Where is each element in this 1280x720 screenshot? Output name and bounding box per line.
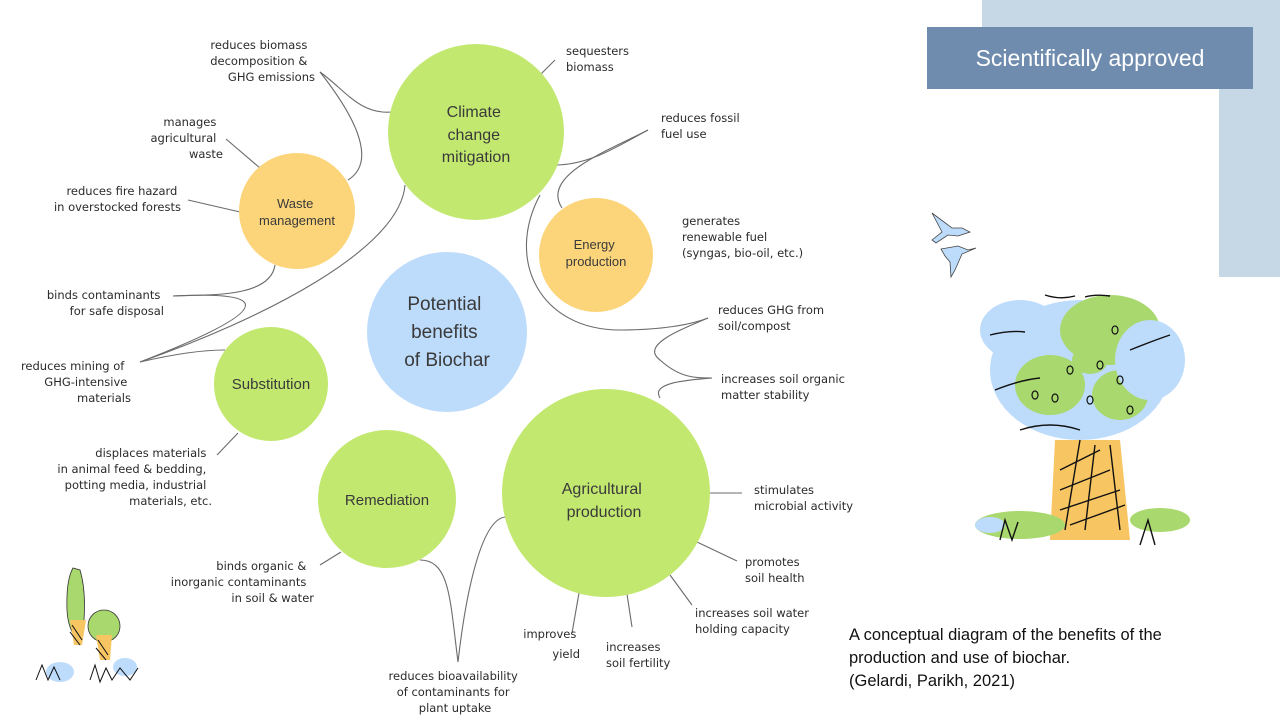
connector-climate-fossil [554,129,649,166]
benefit-displaces-materials: displaces materials in animal feed & bed… [57,446,212,508]
benefit-binds-organic-inorganic: binds organic & inorganic contaminants i… [171,559,315,605]
node-label-center: Potential benefits of Biochar [404,294,490,371]
node-label-remediation: Remediation [345,492,429,509]
figure-caption: A conceptual diagram of the benefits of … [849,624,1249,693]
connector-agri-organic-matter [657,377,713,399]
connector-agri-water [669,574,693,606]
node-label-agriculture: Agricultural production [562,481,646,521]
node-waste: Waste management [239,153,355,269]
benefit-stimulates-microbial: stimulates microbial activity [754,483,853,513]
node-energy: Energy production [539,198,653,312]
benefit-reduces-mining: reduces mining of GHG-intensive material… [21,359,131,405]
connector-waste-contaminants [172,264,276,297]
benefit-soil-water-capacity: increases soil water holding capacity [695,606,813,636]
caption-line: A conceptual diagram of the benefits of … [849,626,1162,644]
connector-agri-fertility [626,593,633,628]
connectors [139,59,742,663]
node-label-energy: Energy production [566,237,627,269]
benefit-manages-agricultural-waste: manages agricultural waste [150,115,223,161]
benefit-reduces-bioavailability: reduces bioavailability of contaminants … [389,669,522,715]
node-label-climate: Climate change mitigation [442,104,510,166]
benefit-binds-contaminants-disposal: binds contaminants for safe disposal [47,288,164,318]
benefit-reduces-biomass-decomposition: reduces biomass decomposition & GHG emis… [210,38,315,84]
benefit-sequesters-biomass: sequesters biomass [566,44,633,74]
node-center: Potential benefits of Biochar [367,252,527,412]
benefit-reduces-fossil-fuel: reduces fossil fuel use [661,111,743,141]
node-circle-substitution [214,327,328,441]
node-circle-waste [239,153,355,269]
connector-climate-biomass-decomp [319,71,393,113]
benefit-increases-soil-fertility: increases soil fertility [606,640,671,670]
connector-substitution-displaces [216,432,239,456]
title-banner: Scientifically approved [927,27,1253,89]
node-circle-climate [388,44,564,220]
connector-substitution-mining [139,349,226,363]
benefit-improves-yield: improves yield [523,627,580,661]
connector-agri-soil-health [696,541,738,562]
node-circle-energy [539,198,653,312]
node-label-substitution: Substitution [232,376,310,393]
benefit-soil-organic-matter: increases soil organic matter stability [721,372,849,402]
benefit-reduces-fire-hazard: reduces fire hazard in overstocked fores… [54,184,181,214]
small-trees-icon [35,567,139,684]
node-label-waste: Waste management [259,196,335,228]
connector-agri-bioavailability [457,516,506,663]
birds-icon [931,212,977,279]
node-circle-remediation [318,430,456,568]
connector-remediation-bioavailability [419,559,459,663]
connector-substitution-contaminants [139,294,246,363]
node-substitution: Substitution [214,327,328,441]
benefit-generates-renewable-fuel: generates renewable fuel (syngas, bio-oi… [682,214,803,260]
connector-energy-fossil [557,129,649,209]
benefit-promotes-soil-health: promotes soil health [745,555,804,585]
connector-agri-yield [571,592,580,634]
connector-remediation-binds [319,551,342,566]
node-circle-agriculture [502,389,710,597]
node-remediation: Remediation [318,430,456,568]
benefit-reduces-ghg-soil: reduces GHG from soil/compost [718,303,828,333]
connector-waste-manages [225,138,261,169]
caption-line: production and use of biochar. [849,649,1071,667]
connector-waste-fire [187,199,241,213]
node-agriculture: Agricultural production [502,389,710,597]
connector-climate-mining [139,184,406,363]
connector-agri-ghg-soil [654,317,713,379]
tree-icon [975,294,1190,546]
node-circle-center [367,252,527,412]
caption-line: (Gelardi, Parikh, 2021) [849,672,1015,690]
connector-climate-ghg-soil [525,194,709,331]
node-climate: Climate change mitigation [388,44,564,220]
connector-waste-biomass-decomp [319,71,363,181]
